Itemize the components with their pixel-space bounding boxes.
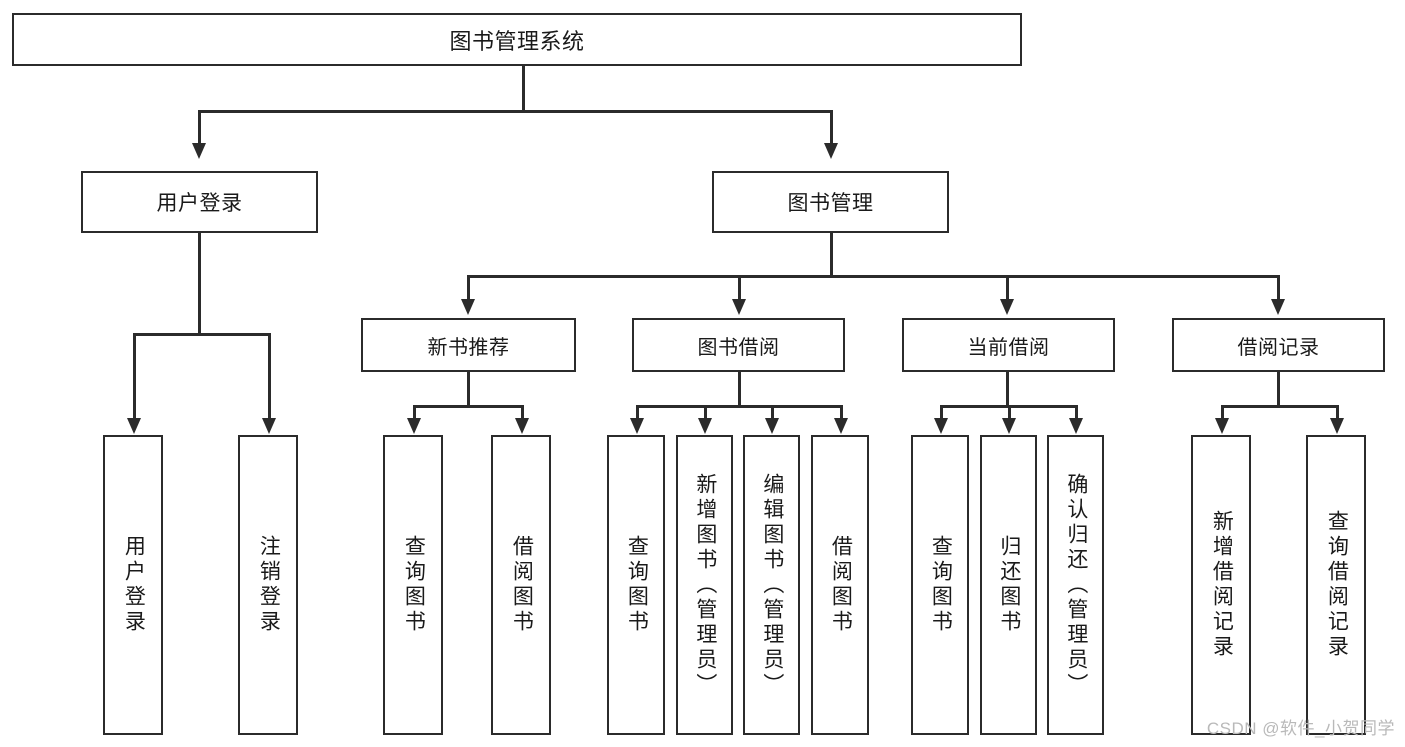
connector-book-borrow-leaf-3 bbox=[771, 405, 774, 420]
connector-book-borrow-drop bbox=[738, 372, 741, 407]
connector-current-borrow-leaf-1 bbox=[940, 405, 943, 420]
arrow-borrow-record-leaf-1 bbox=[1215, 418, 1229, 434]
connector-book-manage-bus bbox=[467, 275, 1279, 278]
leaf-user-login-label: 用户登录 bbox=[122, 535, 146, 635]
arrow-book-manage-child-2 bbox=[732, 299, 746, 315]
node-book-manage-label: 图书管理 bbox=[787, 192, 874, 215]
arrow-new-book-rec-leaf-1 bbox=[407, 418, 421, 434]
connector-book-borrow-leaf-2 bbox=[704, 405, 707, 420]
leaf-add-record[interactable]: 新增借阅记录 bbox=[1191, 435, 1251, 735]
node-current-borrow-label: 当前借阅 bbox=[967, 336, 1050, 359]
leaf-edit-book[interactable]: 编辑图书（管理员） bbox=[743, 435, 800, 735]
leaf-borrow-book-1[interactable]: 借阅图书 bbox=[491, 435, 551, 735]
connector-root-bus bbox=[198, 110, 832, 113]
arrow-current-borrow-leaf-1 bbox=[934, 418, 948, 434]
connector-book-borrow-leaf-4 bbox=[840, 405, 843, 420]
leaf-user-login[interactable]: 用户登录 bbox=[103, 435, 163, 735]
connector-book-manage-child-2 bbox=[738, 275, 741, 301]
leaf-borrow-book-1-label: 借阅图书 bbox=[510, 535, 534, 635]
leaf-logout[interactable]: 注销登录 bbox=[238, 435, 298, 735]
leaf-query-book-3-label: 查询图书 bbox=[929, 535, 953, 635]
leaf-return-book-label: 归还图书 bbox=[997, 535, 1021, 635]
connector-new-book-rec-leaf-2 bbox=[521, 405, 524, 420]
arrow-book-manage-child-3 bbox=[1000, 299, 1014, 315]
leaf-query-book-1-label: 查询图书 bbox=[402, 535, 426, 635]
connector-root-to-book-manage bbox=[830, 110, 833, 145]
connector-current-borrow-leaf-2 bbox=[1008, 405, 1011, 420]
node-root-label: 图书管理系统 bbox=[449, 28, 585, 54]
arrow-borrow-record-leaf-2 bbox=[1330, 418, 1344, 434]
arrow-book-borrow-leaf-4 bbox=[834, 418, 848, 434]
connector-current-borrow-drop bbox=[1006, 372, 1009, 407]
leaf-add-record-label: 新增借阅记录 bbox=[1210, 510, 1234, 660]
leaf-add-book-label: 新增图书（管理员） bbox=[693, 472, 717, 698]
node-borrow-record[interactable]: 借阅记录 bbox=[1172, 318, 1385, 372]
connector-borrow-record-leaf-2 bbox=[1336, 405, 1339, 420]
arrow-user-login-leaf-1 bbox=[127, 418, 141, 434]
node-book-borrow-label: 图书借阅 bbox=[697, 336, 780, 359]
connector-book-borrow-bus bbox=[636, 405, 842, 408]
arrow-book-borrow-leaf-2 bbox=[698, 418, 712, 434]
arrow-current-borrow-leaf-3 bbox=[1069, 418, 1083, 434]
arrow-user-login-leaf-2 bbox=[262, 418, 276, 434]
node-new-book-rec[interactable]: 新书推荐 bbox=[361, 318, 576, 372]
node-book-manage[interactable]: 图书管理 bbox=[712, 171, 949, 233]
connector-book-borrow-leaf-1 bbox=[636, 405, 639, 420]
node-book-borrow[interactable]: 图书借阅 bbox=[632, 318, 845, 372]
arrow-new-book-rec-leaf-2 bbox=[515, 418, 529, 434]
arrow-book-borrow-leaf-3 bbox=[765, 418, 779, 434]
leaf-query-book-2[interactable]: 查询图书 bbox=[607, 435, 665, 735]
node-new-book-rec-label: 新书推荐 bbox=[427, 336, 510, 359]
node-root[interactable]: 图书管理系统 bbox=[12, 13, 1022, 66]
leaf-add-book[interactable]: 新增图书（管理员） bbox=[676, 435, 733, 735]
arrow-book-manage-child-1 bbox=[461, 299, 475, 315]
leaf-query-book-2-label: 查询图书 bbox=[625, 535, 649, 635]
connector-current-borrow-leaf-3 bbox=[1075, 405, 1078, 420]
connector-borrow-record-drop bbox=[1277, 372, 1280, 407]
node-borrow-record-label: 借阅记录 bbox=[1237, 336, 1320, 359]
connector-user-login-leaf-1 bbox=[133, 333, 136, 420]
leaf-query-record[interactable]: 查询借阅记录 bbox=[1306, 435, 1366, 735]
leaf-query-book-1[interactable]: 查询图书 bbox=[383, 435, 443, 735]
connector-user-login-bus bbox=[133, 333, 270, 336]
connector-borrow-record-leaf-1 bbox=[1221, 405, 1224, 420]
leaf-confirm-return[interactable]: 确认归还（管理员） bbox=[1047, 435, 1104, 735]
connector-book-manage-child-3 bbox=[1006, 275, 1009, 301]
node-current-borrow[interactable]: 当前借阅 bbox=[902, 318, 1115, 372]
leaf-return-book[interactable]: 归还图书 bbox=[980, 435, 1037, 735]
connector-root-drop bbox=[522, 66, 525, 112]
leaf-edit-book-label: 编辑图书（管理员） bbox=[760, 472, 784, 698]
node-user-login[interactable]: 用户登录 bbox=[81, 171, 318, 233]
leaf-query-record-label: 查询借阅记录 bbox=[1325, 510, 1349, 660]
leaf-borrow-book-2[interactable]: 借阅图书 bbox=[811, 435, 869, 735]
node-user-login-label: 用户登录 bbox=[156, 192, 243, 215]
leaf-logout-label: 注销登录 bbox=[257, 535, 281, 635]
arrow-book-borrow-leaf-1 bbox=[630, 418, 644, 434]
connector-new-book-rec-drop bbox=[467, 372, 470, 407]
connector-root-to-user-login bbox=[198, 110, 201, 145]
connector-user-login-leaf-2 bbox=[268, 333, 271, 420]
arrow-root-to-user-login bbox=[192, 143, 206, 159]
connector-new-book-rec-leaf-1 bbox=[413, 405, 416, 420]
arrow-current-borrow-leaf-2 bbox=[1002, 418, 1016, 434]
connector-borrow-record-bus bbox=[1221, 405, 1338, 408]
connector-book-manage-child-1 bbox=[467, 275, 470, 301]
connector-new-book-rec-bus bbox=[413, 405, 523, 408]
connector-book-manage-child-4 bbox=[1277, 275, 1280, 301]
arrow-root-to-book-manage bbox=[824, 143, 838, 159]
leaf-borrow-book-2-label: 借阅图书 bbox=[829, 535, 853, 635]
leaf-query-book-3[interactable]: 查询图书 bbox=[911, 435, 969, 735]
connector-user-login-drop bbox=[198, 233, 201, 335]
arrow-book-manage-child-4 bbox=[1271, 299, 1285, 315]
connector-book-manage-drop bbox=[830, 233, 833, 277]
leaf-confirm-return-label: 确认归还（管理员） bbox=[1064, 472, 1088, 698]
